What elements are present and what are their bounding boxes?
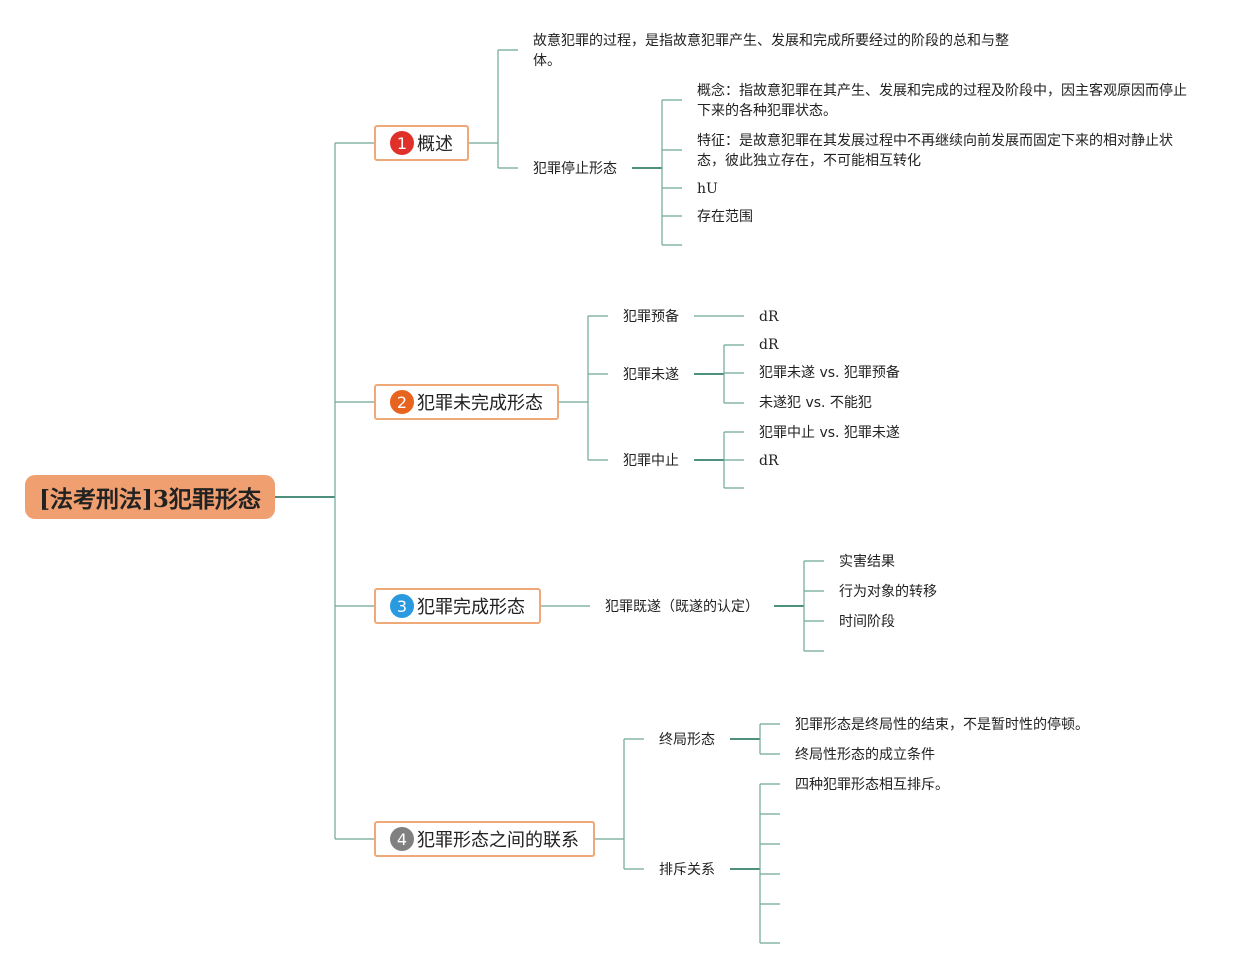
branch-incomplete-label: 犯罪未完成形态 bbox=[417, 393, 543, 414]
abandonment-vs-attempt[interactable]: 犯罪中止 vs. 犯罪未遂 bbox=[759, 425, 900, 441]
branch-complete[interactable]: 3 犯罪完成形态 bbox=[374, 588, 541, 624]
object-transfer[interactable]: 行为对象的转移 bbox=[839, 584, 937, 600]
branch-complete-label: 犯罪完成形态 bbox=[417, 597, 525, 618]
exclusion-node[interactable]: 排斥关系 bbox=[659, 862, 715, 878]
badge-1-icon: 1 bbox=[390, 131, 414, 155]
branch-relations[interactable]: 4 犯罪形态之间的联系 bbox=[374, 821, 595, 857]
branch-incomplete[interactable]: 2 犯罪未完成形态 bbox=[374, 384, 559, 420]
time-stage[interactable]: 时间阶段 bbox=[839, 614, 895, 630]
preparation-dr[interactable]: dR bbox=[759, 309, 779, 325]
preparation-node[interactable]: 犯罪预备 bbox=[623, 309, 679, 325]
branch-overview[interactable]: 1 概述 bbox=[374, 125, 469, 161]
attempt-dr[interactable]: dR bbox=[759, 337, 779, 353]
abandonment-node[interactable]: 犯罪中止 bbox=[623, 453, 679, 469]
root-topic[interactable]: [法考刑法]3犯罪形态 bbox=[25, 475, 275, 519]
badge-4-icon: 4 bbox=[390, 827, 414, 851]
final-form-node[interactable]: 终局形态 bbox=[659, 732, 715, 748]
branch-relations-label: 犯罪形态之间的联系 bbox=[417, 830, 579, 851]
branch-overview-label: 概述 bbox=[417, 134, 453, 155]
accomplished-node[interactable]: 犯罪既遂（既遂的认定） bbox=[605, 599, 759, 615]
stop-forms-scope[interactable]: 存在范围 bbox=[697, 209, 753, 225]
final-form-note[interactable]: 犯罪形态是终局性的结束，不是暂时性的停顿。 bbox=[795, 717, 1089, 733]
badge-2-icon: 2 bbox=[390, 390, 414, 414]
stop-forms-feature[interactable]: 特征：是故意犯罪在其发展过程中不再继续向前发展而固定下来的相对静止状态，彼此独立… bbox=[697, 133, 1173, 169]
stop-forms-hu[interactable]: hU bbox=[697, 181, 718, 197]
abandonment-dr[interactable]: dR bbox=[759, 453, 779, 469]
final-form-conditions[interactable]: 终局性形态的成立条件 bbox=[795, 747, 935, 763]
actual-harm[interactable]: 实害结果 bbox=[839, 554, 895, 570]
attempt-vs-impossible[interactable]: 未遂犯 vs. 不能犯 bbox=[759, 395, 872, 411]
attempt-vs-preparation[interactable]: 犯罪未遂 vs. 犯罪预备 bbox=[759, 365, 900, 381]
stop-forms-node[interactable]: 犯罪停止形态 bbox=[533, 161, 617, 177]
attempt-node[interactable]: 犯罪未遂 bbox=[623, 367, 679, 383]
exclusion-note[interactable]: 四种犯罪形态相互排斥。 bbox=[795, 777, 949, 793]
badge-3-icon: 3 bbox=[390, 594, 414, 618]
stop-forms-concept[interactable]: 概念：指故意犯罪在其产生、发展和完成的过程及阶段中，因主客观原因而停止下来的各种… bbox=[697, 83, 1187, 119]
overview-definition[interactable]: 故意犯罪的过程，是指故意犯罪产生、发展和完成所要经过的阶段的总和与整体。 bbox=[533, 33, 1009, 69]
root-title: [法考刑法]3犯罪形态 bbox=[39, 486, 261, 513]
